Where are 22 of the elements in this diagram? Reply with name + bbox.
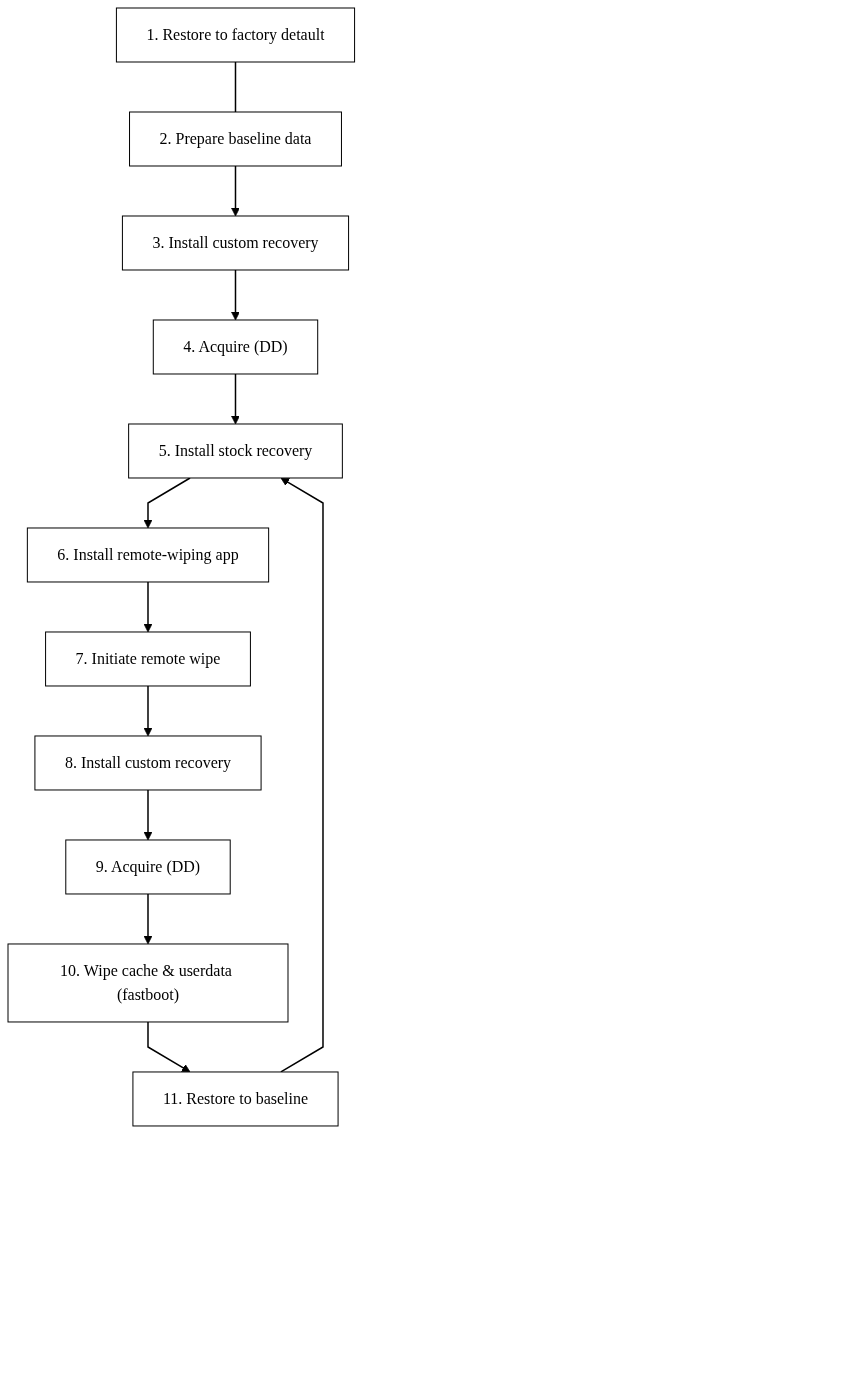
node-box: 7. Initiate remote wipe xyxy=(45,631,251,687)
arrow xyxy=(143,685,153,737)
node-box: 3. Install custom recovery xyxy=(121,215,350,271)
arrow xyxy=(231,165,240,217)
node-box: 4. Acquire (DD) xyxy=(152,319,319,375)
connector xyxy=(234,61,237,113)
arrow xyxy=(280,477,324,1073)
node-box: 9. Acquire (DD) xyxy=(65,839,231,895)
arrow xyxy=(147,1021,191,1073)
arrow xyxy=(231,269,240,321)
node-box: 10. Wipe cache & userdata (fastboot) xyxy=(7,943,289,1023)
node-box: 2. Prepare baseline data xyxy=(129,111,342,167)
arrow xyxy=(143,477,191,529)
node-box: 5. Install stock recovery xyxy=(128,423,343,479)
node-box: 8. Install custom recovery xyxy=(34,735,262,791)
arrow xyxy=(231,373,240,425)
node-box: 6. Install remote-wiping app xyxy=(26,527,270,583)
node-box: 1. Restore to factory detault xyxy=(115,7,356,63)
arrow xyxy=(143,893,153,945)
arrow xyxy=(143,581,153,633)
node-box: 11. Restore to baseline xyxy=(132,1071,339,1127)
arrow xyxy=(143,789,153,841)
